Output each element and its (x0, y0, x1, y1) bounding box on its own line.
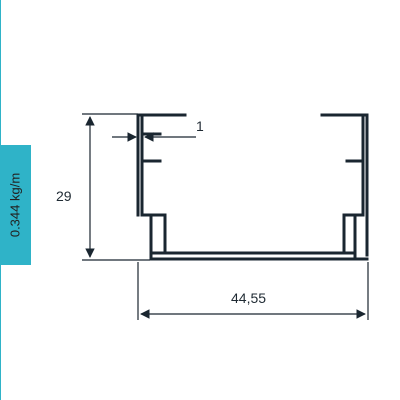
height-dimension (82, 113, 150, 261)
width-dimension-label: 44,55 (231, 290, 266, 306)
thickness-dimension-label: 1 (196, 118, 204, 134)
thickness-dimension (112, 120, 196, 150)
height-dimension-label: 29 (56, 188, 72, 204)
profile-outline (136, 113, 369, 261)
weight-tab (0, 145, 31, 265)
left-lower-step (140, 213, 167, 255)
width-dimension (137, 262, 369, 320)
